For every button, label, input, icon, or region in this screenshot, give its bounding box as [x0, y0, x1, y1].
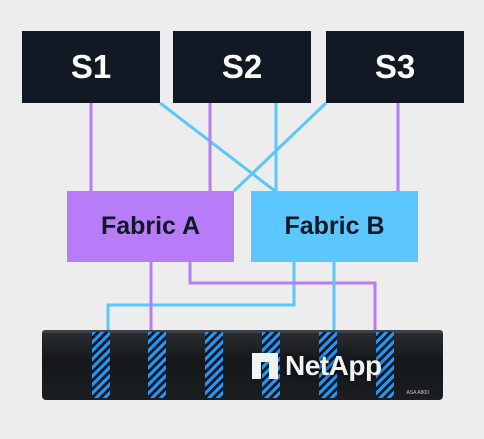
server-s3-label: S3	[374, 48, 416, 85]
fabric-a-label: Fabric A	[100, 212, 201, 240]
array-top-edge	[42, 330, 443, 333]
drive-bay	[319, 332, 337, 398]
storage-array: NetApp ASA A800	[42, 330, 443, 400]
fabric-a: Fabric A	[67, 191, 234, 262]
drive-bay	[376, 332, 394, 398]
fabric-b: Fabric B	[251, 191, 418, 262]
server-s2: S2	[173, 31, 311, 103]
wire-fabric-b-to-storage-1	[106, 262, 296, 330]
drive-bay	[148, 332, 166, 398]
netapp-logo: NetApp	[252, 349, 382, 383]
server-s1-label: S1	[70, 48, 112, 85]
drive-bay	[205, 332, 223, 398]
server-s2-label: S2	[221, 48, 263, 85]
server-s1: S1	[22, 31, 160, 103]
model-label: ASA A800	[406, 390, 429, 396]
fabric-b-label: Fabric B	[284, 212, 385, 240]
netapp-mark-icon	[252, 353, 278, 379]
drive-bay	[92, 332, 110, 398]
brand-name: NetApp	[285, 350, 382, 381]
server-s3: S3	[326, 31, 464, 103]
wire-s3-fabric-a	[232, 101, 328, 193]
wire-s1-fabric-b	[159, 101, 276, 193]
wire-fabric-a-to-storage-2	[188, 262, 377, 330]
